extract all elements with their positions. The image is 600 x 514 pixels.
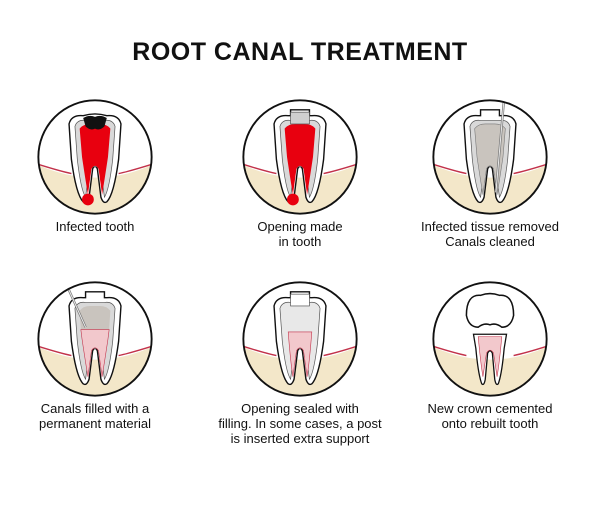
step-new-crown: New crown cemented onto rebuilt tooth xyxy=(395,280,585,431)
step-caption: Opening sealed with filling. In some cas… xyxy=(218,401,382,446)
step-caption: Infected tooth xyxy=(55,219,135,234)
step-caption: Infected tissue removed Canals cleaned xyxy=(420,219,560,249)
step-infected-tooth: Infected tooth xyxy=(0,98,190,234)
tooth-cleaned-illustration xyxy=(432,99,548,215)
tooth-crown-illustration xyxy=(432,281,548,397)
tooth-infected-illustration xyxy=(37,99,153,215)
step-opening-sealed: Opening sealed with filling. In some cas… xyxy=(205,280,395,446)
step-caption: Opening made in tooth xyxy=(257,219,343,249)
step-opening-made: Opening made in tooth xyxy=(205,98,395,249)
step-canals-filled: Canals filled with a permanent material xyxy=(0,280,190,431)
tooth-opening-illustration xyxy=(242,99,358,215)
step-canals-cleaned: Infected tissue removed Canals cleaned xyxy=(395,98,585,249)
tooth-filled-illustration xyxy=(37,281,153,397)
tooth-sealed-illustration xyxy=(242,281,358,397)
step-caption: Canals filled with a permanent material xyxy=(39,401,151,431)
step-caption: New crown cemented onto rebuilt tooth xyxy=(427,401,553,431)
page-title: ROOT CANAL TREATMENT xyxy=(132,38,468,66)
